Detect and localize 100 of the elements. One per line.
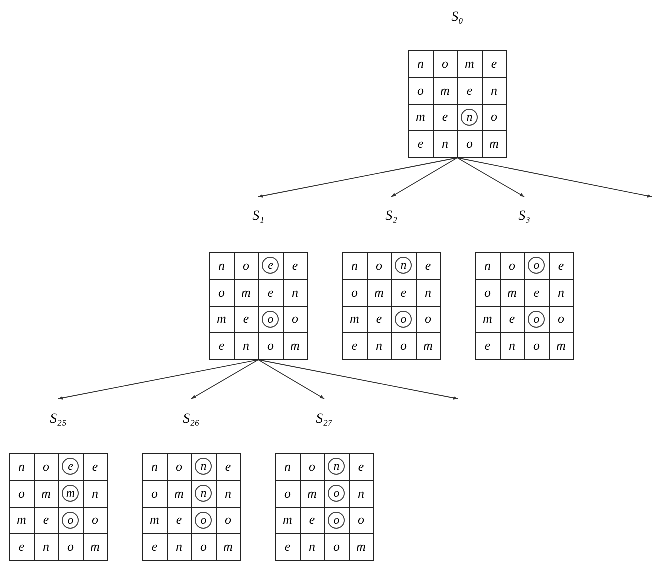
grid-cell: e <box>259 280 282 306</box>
grid-cell: n <box>416 280 440 306</box>
grid-cell: o <box>368 253 391 279</box>
circled-letter: o <box>528 257 546 274</box>
circled-letter: n <box>195 485 212 502</box>
grid-cell: o <box>550 306 573 332</box>
grid-cell: o <box>276 480 300 506</box>
grid-cell: m <box>143 508 166 534</box>
grid-cell: o <box>350 508 373 534</box>
grid-cell: n <box>143 454 166 480</box>
circled-letter: o <box>328 512 346 529</box>
grid-cell <box>192 454 216 480</box>
grid-cell: e <box>168 508 191 534</box>
circled-letter: n <box>395 257 412 274</box>
arrow <box>191 360 259 400</box>
grid-cell: n <box>234 333 258 359</box>
grid-cell <box>192 480 216 506</box>
grid-cell <box>192 508 216 534</box>
grid-cell: o <box>300 454 324 480</box>
grid-cell: m <box>368 280 391 306</box>
grid-cell <box>392 253 416 279</box>
grid-cell: e <box>276 534 300 560</box>
grid-cell: o <box>434 51 457 77</box>
grid-cell: o <box>392 333 416 359</box>
grid-cell: n <box>482 78 506 104</box>
grid-cell <box>59 454 82 480</box>
arrow <box>258 158 458 198</box>
grid-cell: m <box>458 51 482 77</box>
arrow <box>58 360 259 400</box>
grid-cell <box>325 508 348 534</box>
grid-cell: o <box>325 534 348 560</box>
grid-cell: m <box>84 534 107 560</box>
grid-cell: m <box>409 104 432 130</box>
grid-cell: n <box>368 333 391 359</box>
grid-cell: e <box>10 534 34 560</box>
state-label: S₀ <box>450 9 464 27</box>
grid-cell <box>458 104 482 130</box>
grid-cell: m <box>10 508 34 534</box>
grid-cell: m <box>210 306 234 332</box>
grid-cell: m <box>234 280 258 306</box>
grid-cell: e <box>525 280 548 306</box>
arrow <box>258 360 458 400</box>
grid-cell: n <box>168 534 191 560</box>
circled-letter: o <box>528 310 546 328</box>
grid-cell: n <box>84 480 107 506</box>
grid-cell: e <box>350 454 373 480</box>
grid-cell: m <box>482 131 506 157</box>
grid-cell: e <box>143 534 166 560</box>
grid-cell: n <box>434 131 457 157</box>
grid-cell: n <box>300 534 324 560</box>
state-label: S₁ <box>252 208 266 226</box>
grid-cell: o <box>168 454 191 480</box>
grid-cell: e <box>368 306 391 332</box>
grid-cell <box>325 480 348 506</box>
grid-cell <box>325 454 348 480</box>
grid-cell: o <box>416 306 440 332</box>
grid-cell: m <box>284 333 307 359</box>
grid-cell: n <box>343 253 366 279</box>
grid-cell: m <box>276 508 300 534</box>
grid-cell: n <box>210 253 234 279</box>
circled-letter: e <box>262 257 280 274</box>
grid-cell: o <box>409 78 432 104</box>
grid-cell: e <box>476 333 500 359</box>
grid-cell: e <box>458 78 482 104</box>
grid-cell <box>392 306 416 332</box>
circled-letter: o <box>328 485 346 502</box>
state-label: S₂₇ <box>315 411 334 429</box>
grid-cell: e <box>500 306 524 332</box>
grid-cell: m <box>416 333 440 359</box>
grid-cell: o <box>482 104 506 130</box>
circled-letter: n <box>195 458 212 476</box>
grid-cell: m <box>550 333 573 359</box>
grid-cell: o <box>143 480 166 506</box>
grid-cell: o <box>84 508 107 534</box>
grid-cell: e <box>210 333 234 359</box>
grid-cell: e <box>284 253 307 279</box>
grid-cell: o <box>525 333 548 359</box>
grid-cell: n <box>500 333 524 359</box>
circled-letter: m <box>62 485 80 502</box>
grid-cell: n <box>216 480 240 506</box>
grid-cell: o <box>10 480 34 506</box>
grid-cell: o <box>210 280 234 306</box>
grid-cell: m <box>34 480 58 506</box>
grid-cell: e <box>482 51 506 77</box>
grid-cell: o <box>343 280 366 306</box>
grid-cell: e <box>416 253 440 279</box>
grid-cell: m <box>168 480 191 506</box>
grid-cell: e <box>434 104 457 130</box>
grid-cell: n <box>34 534 58 560</box>
grid-cell: o <box>500 253 524 279</box>
circled-letter: o <box>395 310 412 328</box>
grid-cell: m <box>500 280 524 306</box>
grid-cell: o <box>458 131 482 157</box>
grid-cell: o <box>34 454 58 480</box>
grid-cell: o <box>284 306 307 332</box>
grid-cell: e <box>34 508 58 534</box>
grid-cell: m <box>343 306 366 332</box>
grid-cell: e <box>550 253 573 279</box>
grid-cell: e <box>343 333 366 359</box>
arrow <box>457 158 525 198</box>
